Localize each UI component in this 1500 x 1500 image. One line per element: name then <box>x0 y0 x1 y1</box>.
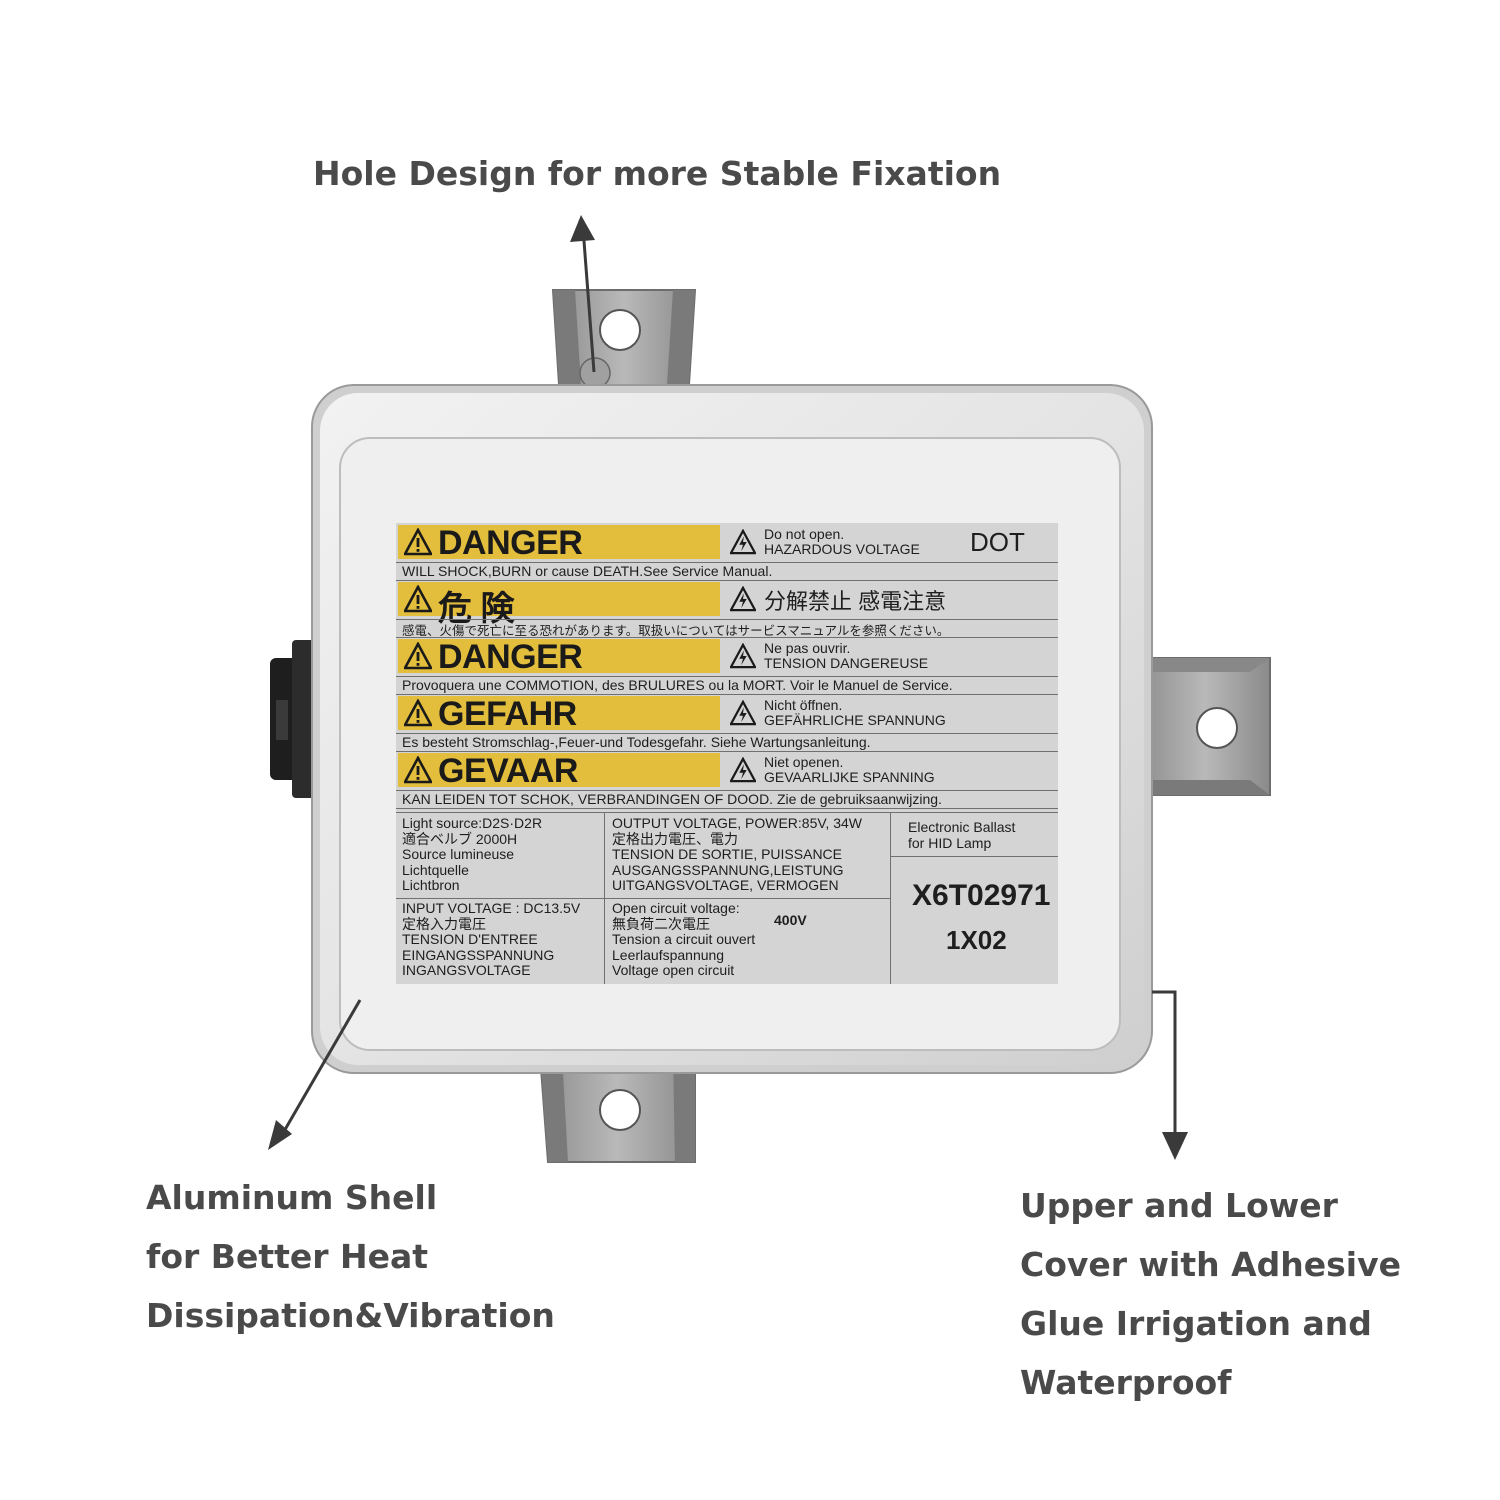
lot-code: 1X02 <box>946 925 1007 955</box>
high-voltage-icon <box>729 642 757 669</box>
divider <box>396 733 1058 734</box>
top-mounting-bracket <box>551 289 697 401</box>
warning-heading-bar: GEFAHR <box>398 695 720 733</box>
divider <box>396 898 890 899</box>
warning-triangle-icon <box>402 755 434 784</box>
warning-heading: GEFAHR <box>438 695 577 733</box>
hazard-box: Niet openen.GEVAARLIJKE SPANNING <box>722 753 1058 787</box>
hazard-line-2: GEVAARLIJKE SPANNING <box>764 769 935 785</box>
arrow-up-icon <box>570 215 595 242</box>
hazard-line-2: HAZARDOUS VOLTAGE <box>764 541 920 557</box>
warning-triangle-icon <box>402 641 434 670</box>
top-arrow-line <box>581 227 596 373</box>
divider <box>396 751 1058 752</box>
warning-heading-bar: GEVAAR <box>398 752 720 790</box>
right-mounting-bracket <box>1139 657 1271 796</box>
right-arrow-line <box>1152 990 1177 1150</box>
warning-row: DANGER Do not open.HAZARDOUS VOLTAGE WILL … <box>396 524 1058 582</box>
warning-text: 感電、火傷で死亡に至る恐れがあります。取扱いについてはサービスマニュアルを参照く… <box>402 624 950 638</box>
divider <box>396 676 1058 677</box>
warning-triangle-icon <box>402 584 434 613</box>
warning-heading: DANGER <box>438 524 583 562</box>
divider <box>396 562 1058 563</box>
divider <box>890 856 1058 857</box>
rivet-icon <box>579 357 611 389</box>
hazard-line-2: TENSION DANGEREUSE <box>764 655 929 671</box>
high-voltage-icon <box>729 528 757 555</box>
warning-text: WILL SHOCK,BURN or cause DEATH.See Servi… <box>402 563 773 579</box>
warning-triangle-icon <box>402 698 434 727</box>
warning-label: DANGER Do not open.HAZARDOUS VOLTAGE WILL … <box>396 523 1058 984</box>
warning-row: 危 険 分解禁止 感電注意感電、火傷で死亡に至る恐れがあります。取扱いについてはサ… <box>396 582 1058 639</box>
bottom-mounting-hole <box>599 1089 641 1131</box>
warning-heading-bar: DANGER <box>398 638 720 676</box>
hazard-box: Nicht öffnen.GEFÄHRLICHE SPANNUNG <box>722 696 1058 730</box>
warning-text: Provoquera une COMMOTION, des BRULURES o… <box>402 677 953 693</box>
warning-row: GEFAHR Nicht öffnen.GEFÄHRLICHE SPANNUNG E… <box>396 695 1058 753</box>
divider <box>396 808 1058 809</box>
callout-hole-design: Hole Design for more Stable Fixation <box>313 154 1002 193</box>
open-voltage-value: 400V <box>774 912 807 928</box>
warning-heading: 危 険 <box>438 590 514 628</box>
hazard-line-1: Do not open. <box>764 526 845 542</box>
hazard-line-1: Ne pas ouvrir. <box>764 640 851 656</box>
divider <box>396 694 1058 695</box>
warning-text: KAN LEIDEN TOT SCHOK, VERBRANDINGEN OF D… <box>402 791 942 807</box>
hazard-line-1: Niet openen. <box>764 754 844 770</box>
divider <box>396 790 1058 791</box>
divider <box>396 812 1058 813</box>
left-arrow-line <box>277 999 362 1141</box>
divider <box>396 580 1058 581</box>
hazard-line-1: Nicht öffnen. <box>764 697 843 713</box>
warning-row: GEVAAR Niet openen.GEVAARLIJKE SPANNING KA… <box>396 752 1058 810</box>
top-mounting-hole <box>599 309 641 351</box>
divider <box>396 637 1058 638</box>
warning-row: DANGER Ne pas ouvrir.TENSION DANGEREUSE Pr… <box>396 638 1058 696</box>
warning-heading-bar: DANGER <box>398 524 720 562</box>
warning-text: Es besteht Stromschlag-,Feuer-und Todesg… <box>402 734 871 750</box>
hazard-box: 分解禁止 感電注意 <box>722 582 1058 616</box>
warning-heading: GEVAAR <box>438 752 578 790</box>
warning-triangle-icon <box>402 527 434 556</box>
hazard-line-1: 分解禁止 感電注意 <box>764 589 947 614</box>
warning-heading: DANGER <box>438 638 583 676</box>
warning-heading-bar: 危 険 <box>398 582 720 628</box>
right-mounting-hole <box>1196 707 1238 749</box>
arrow-down-left-icon <box>268 1120 292 1150</box>
model-number: X6T02971 <box>912 879 1051 912</box>
divider <box>890 812 891 984</box>
hazard-box: Ne pas ouvrir.TENSION DANGEREUSE <box>722 639 1058 673</box>
dot-mark: DOT <box>970 527 1025 557</box>
high-voltage-icon <box>729 699 757 726</box>
callout-arrows <box>268 215 1188 1160</box>
divider <box>396 619 1058 620</box>
hazard-line-2: GEFÄHRLICHE SPANNUNG <box>764 712 946 728</box>
high-voltage-icon <box>729 585 757 612</box>
high-voltage-icon <box>729 756 757 783</box>
hazard-box: Do not open.HAZARDOUS VOLTAGE <box>722 525 962 559</box>
arrow-down-icon <box>1162 1132 1188 1160</box>
